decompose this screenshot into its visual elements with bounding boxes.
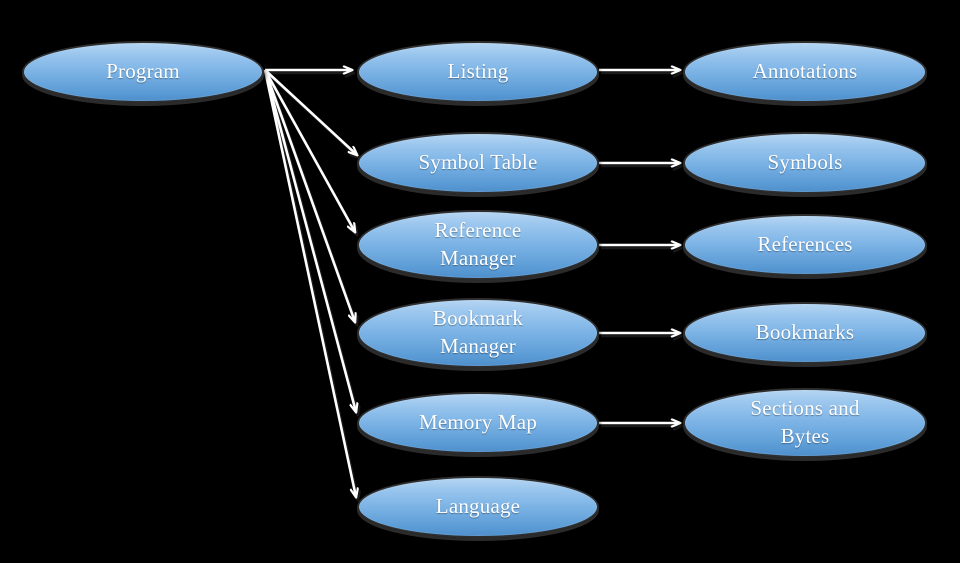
edge-shadow: [266, 72, 359, 158]
node-label-listing: Listing: [447, 59, 509, 84]
node-label-bookmarks: Bookmarks: [755, 320, 855, 345]
node-label-sections-bytes: Sections and Bytes: [750, 396, 860, 448]
node-bookmarks[interactable]: Bookmarks: [683, 302, 927, 364]
node-label-language: Language: [435, 494, 521, 519]
node-label-annotations: Annotations: [752, 59, 858, 84]
node-listing[interactable]: Listing: [357, 41, 599, 103]
node-label-symbol-table: Symbol Table: [418, 150, 538, 175]
node-reference-manager[interactable]: Reference Manager: [357, 210, 599, 280]
node-bookmark-manager[interactable]: Bookmark Manager: [357, 298, 599, 368]
node-label-references: References: [757, 232, 853, 257]
node-label-program: Program: [106, 59, 180, 84]
edge-program-to-bookmark-manager: [263, 69, 355, 322]
node-language[interactable]: Language: [357, 476, 599, 538]
node-memory-map[interactable]: Memory Map: [357, 392, 599, 454]
node-symbols[interactable]: Symbols: [683, 132, 927, 194]
node-program[interactable]: Program: [22, 41, 264, 103]
node-label-bookmark-manager: Bookmark Manager: [432, 306, 524, 358]
edge-program-to-reference-manager: [263, 69, 355, 232]
node-references[interactable]: References: [683, 214, 927, 276]
edge-shadow: [265, 72, 357, 325]
edge-program-to-language: [263, 69, 356, 497]
edge-shadow: [265, 72, 358, 415]
edge-program-to-symbol-table: [264, 69, 357, 155]
node-label-symbols: Symbols: [767, 150, 843, 175]
edge-shadow: [265, 72, 358, 500]
node-label-memory-map: Memory Map: [418, 410, 538, 435]
edge-program-to-memory-map: [263, 69, 356, 412]
node-symbol-table[interactable]: Symbol Table: [357, 132, 599, 194]
node-label-reference-manager: Reference Manager: [434, 218, 522, 270]
node-sections-bytes[interactable]: Sections and Bytes: [683, 388, 927, 458]
edge-shadow: [265, 72, 357, 235]
node-annotations[interactable]: Annotations: [683, 41, 927, 103]
